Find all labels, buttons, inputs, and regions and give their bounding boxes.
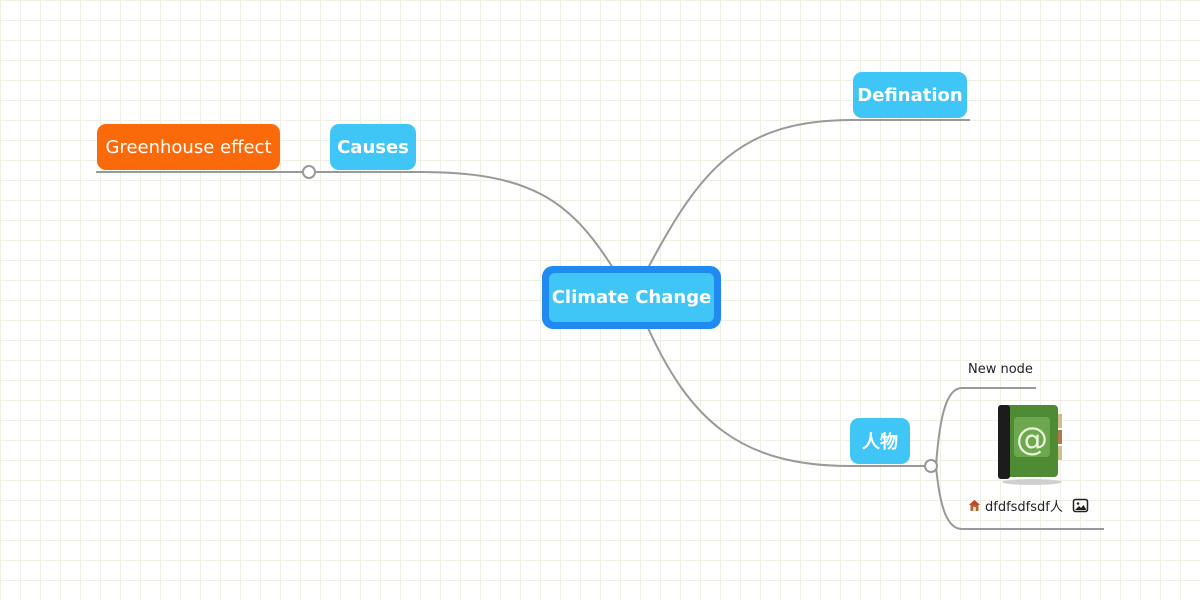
collapse-toggle-causes bbox=[302, 165, 316, 179]
connector-definition bbox=[647, 119, 853, 269]
root-node[interactable]: Climate Change bbox=[542, 266, 721, 329]
image-icon[interactable] bbox=[1072, 498, 1089, 513]
address-book-icon: @ bbox=[998, 405, 1062, 485]
connector-new-node bbox=[935, 387, 1036, 467]
collapse-toggle-people bbox=[924, 459, 938, 473]
people-node[interactable]: 人物 bbox=[850, 418, 910, 464]
people-label: 人物 bbox=[862, 432, 898, 453]
leaf-label: dfdfsdfsdf人 bbox=[985, 500, 1063, 515]
causes-node[interactable]: Causes bbox=[330, 124, 416, 170]
greenhouse-effect-label: Greenhouse effect bbox=[105, 136, 272, 158]
new-node-label: New node bbox=[968, 362, 1033, 377]
leaf-node[interactable]: dfdfsdfsdf人 bbox=[968, 496, 1063, 515]
connector-people bbox=[647, 327, 851, 467]
root-node-label: Climate Change bbox=[549, 273, 714, 322]
connector-causes bbox=[419, 171, 614, 269]
house-emoji-icon bbox=[969, 500, 980, 511]
new-node[interactable]: New node bbox=[968, 362, 1033, 377]
svg-text:@: @ bbox=[1016, 420, 1048, 458]
greenhouse-effect-node[interactable]: Greenhouse effect bbox=[97, 124, 280, 170]
definition-node[interactable]: Defination bbox=[853, 72, 967, 118]
definition-label: Defination bbox=[857, 84, 963, 106]
connector-leaf bbox=[935, 465, 1104, 530]
causes-label: Causes bbox=[337, 136, 409, 158]
